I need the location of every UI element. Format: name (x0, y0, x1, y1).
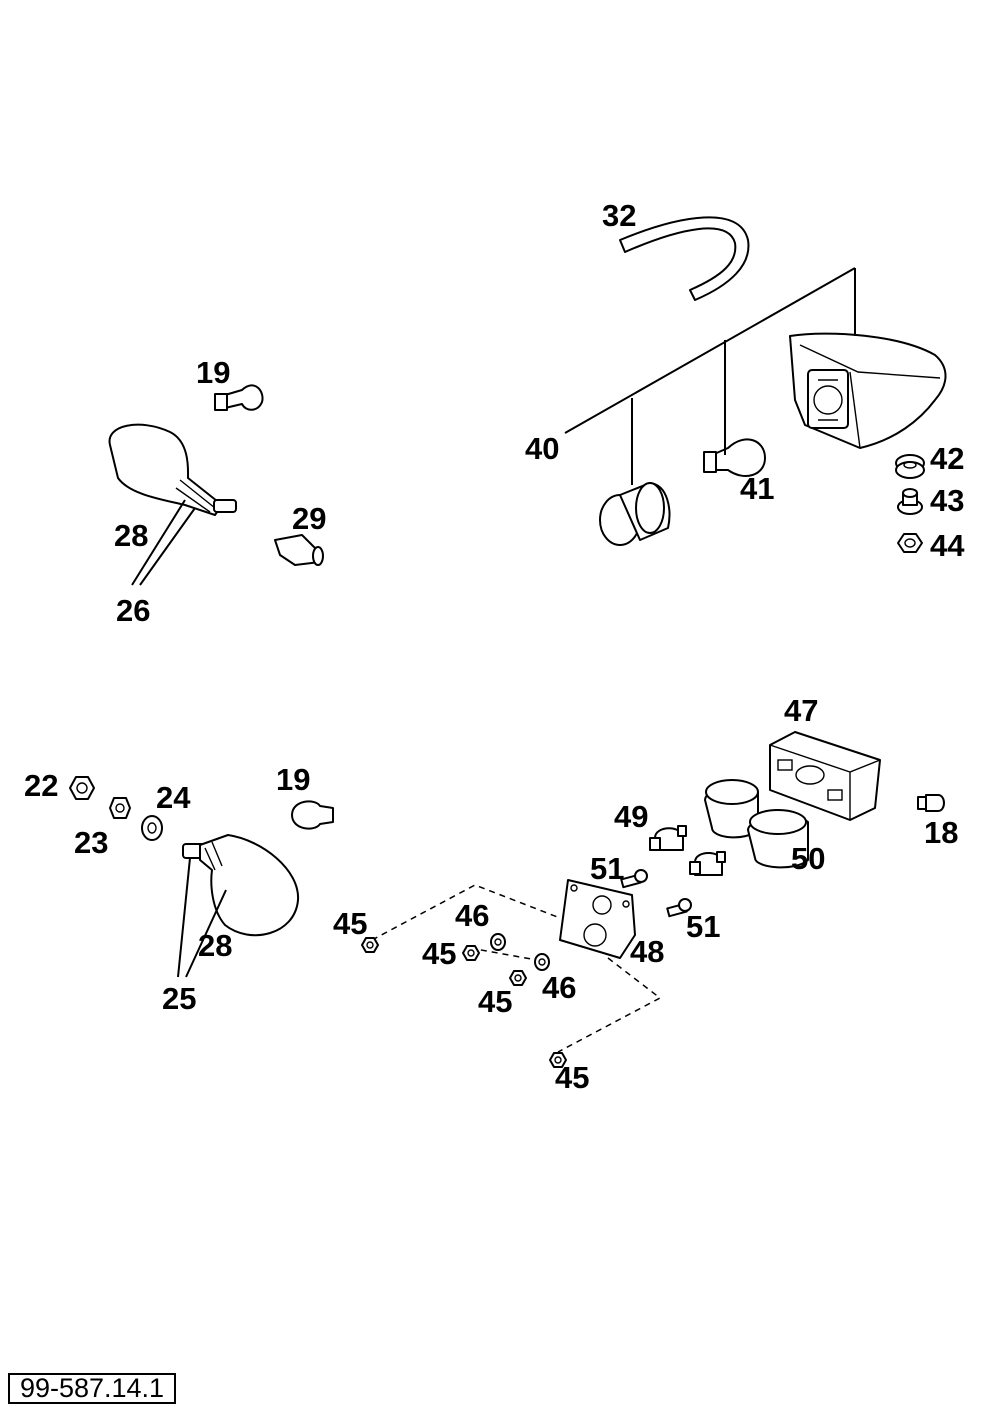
spacer-part-43 (897, 488, 923, 515)
turn-signal-upper-part-28 (108, 423, 237, 516)
reflector-part-50-lower (747, 809, 809, 869)
drawing-reference-number: 99-587.14.1 (8, 1373, 176, 1404)
adapter-part-29 (274, 534, 324, 566)
taillight-housing-part-47 (769, 731, 881, 821)
lockwasher-part-23 (109, 797, 131, 819)
callout-44: 44 (930, 528, 965, 563)
callout-48: 48 (630, 934, 664, 969)
callout-32: 32 (602, 198, 636, 233)
nut-part-45-d (549, 1052, 567, 1068)
nut-part-45-b (462, 945, 480, 961)
callout-46-a: 46 (455, 898, 489, 933)
nut-part-45-c (509, 970, 527, 986)
bulb-part-19-upper (214, 384, 264, 411)
callout-45-b: 45 (422, 936, 456, 971)
leader-lines-40 (564, 267, 856, 485)
callout-47: 47 (784, 693, 818, 728)
bracket-part-48 (559, 879, 636, 959)
callout-28-upper: 28 (114, 518, 148, 553)
callout-51-lower: 51 (686, 909, 720, 944)
washer-part-24 (141, 815, 163, 841)
turn-signal-lower-part-28 (182, 834, 300, 937)
washer-part-46-b (534, 953, 550, 971)
callout-25: 25 (162, 981, 196, 1016)
headlight-bulb-socket (599, 482, 671, 546)
callout-26: 26 (116, 593, 150, 628)
leader-lines-25 (177, 857, 227, 978)
callout-43: 43 (930, 483, 964, 518)
callout-41: 41 (740, 471, 774, 506)
gasket-strip-part-32 (619, 216, 750, 301)
reflector-part-50-upper (704, 779, 759, 839)
callout-19-lower: 19 (276, 762, 310, 797)
callout-50: 50 (791, 841, 825, 876)
nut-part-45-a (361, 937, 379, 953)
callout-51-upper: 51 (590, 851, 624, 886)
washer-part-46-a (490, 933, 506, 951)
bulb-part-19-lower (291, 800, 334, 830)
callout-24: 24 (156, 780, 191, 815)
nut-part-22 (69, 776, 95, 800)
callout-40: 40 (525, 431, 559, 466)
callout-22: 22 (24, 768, 58, 803)
nut-part-44 (897, 533, 923, 553)
screw-part-51-lower (666, 898, 692, 918)
rubber-buffer-part-49-second (689, 851, 726, 876)
grommet-part-42 (895, 454, 925, 479)
screw-part-51-upper (620, 869, 648, 889)
bulb-part-41 (703, 438, 766, 477)
callout-45-a: 45 (333, 906, 367, 941)
callout-29: 29 (292, 501, 326, 536)
callout-45-c: 45 (478, 984, 512, 1019)
callout-49: 49 (614, 799, 648, 834)
callout-18: 18 (924, 815, 958, 850)
callout-23: 23 (74, 825, 108, 860)
callout-45-d: 45 (555, 1060, 589, 1095)
bulb-part-18 (917, 794, 945, 812)
leader-lines-26 (131, 499, 196, 586)
callout-42: 42 (930, 441, 964, 476)
callout-46-b: 46 (542, 970, 576, 1005)
callout-28-lower: 28 (198, 928, 232, 963)
callout-19-upper: 19 (196, 355, 230, 390)
headlight-housing (789, 332, 947, 449)
rubber-buffer-part-49 (649, 825, 687, 851)
